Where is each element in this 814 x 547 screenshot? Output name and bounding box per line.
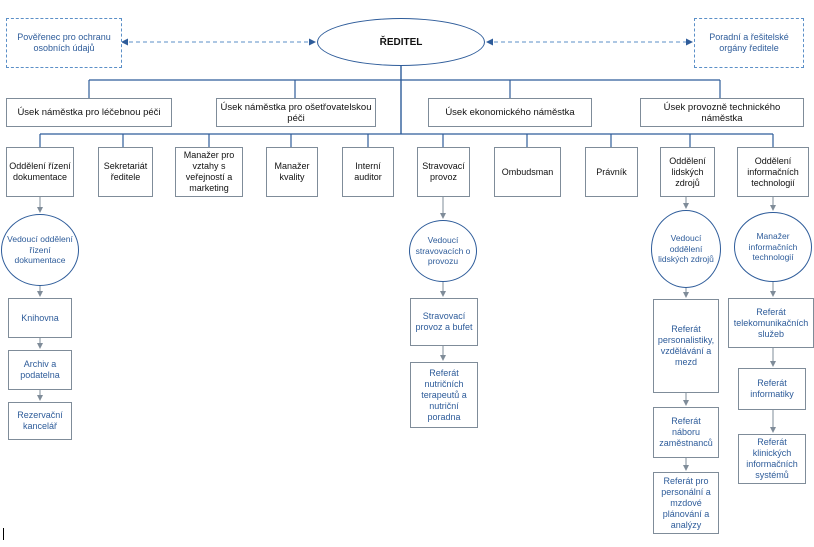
sub-informatics: Referát informatiky: [738, 368, 806, 410]
deputy-operations-technical: Úsek provozně technického náměstka: [640, 98, 804, 127]
head-catering: Vedoucí stravovacích o provozu: [409, 220, 477, 282]
unit-internal-auditor: Interní auditor: [342, 147, 394, 197]
unit-human-resources: Oddělení lidských zdrojů: [660, 147, 715, 197]
sub-archive-registry: Archiv a podatelna: [8, 350, 72, 390]
unit-catering: Stravovací provoz: [417, 147, 470, 197]
text-cursor: [3, 528, 4, 540]
director-node: ŘEDITEL: [317, 18, 485, 66]
unit-pr-marketing: Manažer pro vztahy s veřejností a market…: [175, 147, 243, 197]
deputy-nursing-care: Úsek náměstka pro ošetřovatelskou péči: [216, 98, 376, 127]
unit-ombudsman: Ombudsman: [494, 147, 561, 197]
unit-information-technology: Oddělení informačních technologií: [737, 147, 809, 197]
unit-document-management: Oddělení řízení dokumentace: [6, 147, 74, 197]
unit-director-secretariat: Sekretariát ředitele: [98, 147, 153, 197]
dpo-box: Pověřenec pro ochranu osobních údajů: [6, 18, 122, 68]
sub-reservation-office: Rezervační kancelář: [8, 402, 72, 440]
head-document-management: Vedoucí oddělení řízení dokumentace: [1, 214, 79, 286]
head-it: Manažer informačních technologií: [734, 212, 812, 282]
sub-catering-buffet: Stravovací provoz a bufet: [410, 298, 478, 346]
unit-quality-manager: Manažer kvality: [266, 147, 318, 197]
head-human-resources: Vedoucí oddělení lidských zdrojů: [651, 210, 721, 288]
sub-nutrition-therapists: Referát nutričních terapeutů a nutriční …: [410, 362, 478, 428]
sub-clinical-info-systems: Referát klinických informačních systémů: [738, 434, 806, 484]
unit-lawyer: Právník: [585, 147, 638, 197]
advisory-bodies-box: Poradní a řešitelské orgány ředitele: [694, 18, 804, 68]
sub-planning-analysis: Referát pro personální a mzdové plánován…: [653, 472, 719, 534]
deputy-economic: Úsek ekonomického náměstka: [428, 98, 592, 127]
deputy-medical-care: Úsek náměstka pro léčebnou péči: [6, 98, 172, 127]
sub-personnel-payroll: Referát personalistiky, vzdělávání a mez…: [653, 299, 719, 393]
sub-library: Knihovna: [8, 298, 72, 338]
sub-telecommunications: Referát telekomunikačních služeb: [728, 298, 814, 348]
sub-recruitment: Referát náboru zaměstnanců: [653, 407, 719, 458]
